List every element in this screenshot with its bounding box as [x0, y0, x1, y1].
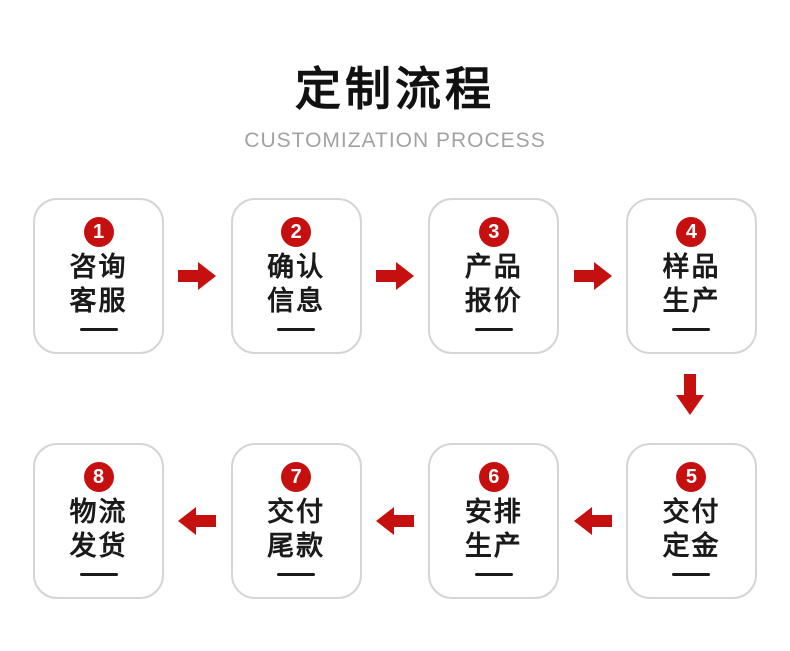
step-card-6: 6 安排 生产 [428, 443, 560, 599]
step-number-badge: 4 [676, 217, 707, 247]
step-number-badge: 8 [83, 462, 114, 492]
step-number: 4 [685, 220, 698, 243]
arrow-left-icon [178, 507, 217, 535]
step-underline [474, 328, 513, 331]
step-underline [277, 573, 316, 576]
step-label-line2: 生产 [464, 531, 523, 561]
step-underline [672, 328, 711, 331]
step-number: 1 [92, 220, 105, 243]
arrow-down-icon [676, 374, 704, 415]
step-number-badge: 1 [83, 217, 114, 247]
arrow-left-icon [573, 507, 612, 535]
page-subtitle: CUSTOMIZATION PROCESS [244, 128, 546, 152]
arrow-right-icon [178, 262, 217, 290]
step-label-line2: 定金 [662, 531, 721, 561]
step-number: 5 [685, 465, 698, 488]
step-label-line1: 物流 [69, 497, 128, 527]
step-label-line1: 产品 [464, 252, 523, 282]
step-label-line2: 信息 [267, 286, 326, 316]
arrow-right-icon [573, 262, 612, 290]
step-label-line1: 交付 [267, 497, 326, 527]
step-card-5: 5 交付 定金 [625, 443, 757, 599]
process-row-top: 1 咨询 客服 2 确认 信息 3 产品 报价 [33, 198, 757, 354]
arrow-left-icon [375, 507, 414, 535]
step-label-line1: 确认 [267, 252, 326, 282]
step-card-3: 3 产品 报价 [428, 198, 560, 354]
step-label-line1: 交付 [662, 497, 721, 527]
step-label-line1: 安排 [464, 497, 523, 527]
step-label-line2: 生产 [662, 286, 721, 316]
step-card-1: 1 咨询 客服 [33, 198, 164, 354]
step-card-8: 8 物流 发货 [33, 443, 164, 599]
step-label-line2: 报价 [464, 286, 523, 316]
step-number: 8 [92, 465, 105, 488]
step-number-badge: 3 [478, 217, 509, 247]
step-card-4: 4 样品 生产 [625, 198, 757, 354]
step-number-badge: 7 [281, 462, 312, 492]
step-underline [79, 328, 118, 331]
page-header: 定制流程 CUSTOMIZATION PROCESS [0, 0, 790, 153]
process-row-bottom: 8 物流 发货 7 交付 尾款 6 安排 生产 [33, 443, 757, 599]
step-number: 6 [488, 465, 500, 488]
step-number: 7 [290, 465, 302, 488]
step-underline [474, 573, 513, 576]
step-underline [277, 328, 316, 331]
step-number-badge: 6 [478, 462, 509, 492]
step-number: 2 [290, 220, 302, 243]
step-number-badge: 5 [676, 462, 707, 492]
step-label-line1: 样品 [662, 252, 721, 282]
step-label-line1: 咨询 [69, 252, 128, 282]
step-card-2: 2 确认 信息 [230, 198, 362, 354]
page-title: 定制流程 [295, 63, 495, 115]
step-number-badge: 2 [281, 217, 312, 247]
step-label-line2: 尾款 [267, 531, 326, 561]
step-card-7: 7 交付 尾款 [230, 443, 362, 599]
arrow-right-icon [375, 262, 414, 290]
step-number: 3 [488, 220, 500, 243]
step-underline [672, 573, 711, 576]
step-label-line2: 客服 [69, 286, 128, 316]
step-underline [79, 573, 118, 576]
step-label-line2: 发货 [69, 531, 128, 561]
